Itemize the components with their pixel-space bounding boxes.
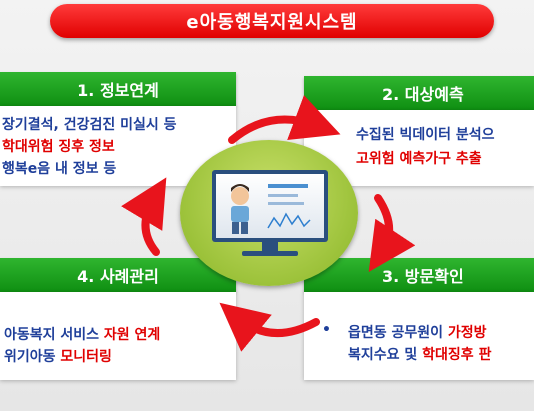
bullet-icon: • — [322, 322, 331, 338]
panel-header-label: 1. 정보연계 — [77, 81, 159, 100]
panel-line: 복지수요 및 학대징후 판 — [348, 344, 491, 364]
panel-header-label: 4. 사례관리 — [77, 267, 159, 286]
panel-body: 아동복지 서비스 자원 연계 위기아동 모니터링 — [0, 292, 236, 380]
text-segment: 및 — [399, 347, 423, 363]
curved-red-arrow-icon — [121, 177, 167, 256]
panel-line: 위기아동 모니터링 — [4, 346, 112, 366]
panel-header: 2. 대상예측 — [304, 76, 534, 110]
panel-header: 3. 방문확인 — [304, 258, 534, 292]
text-segment: 모니터링 — [60, 349, 112, 365]
text-segment: 가정방 — [447, 325, 487, 341]
panel-line: 학대위험 징후 정보 — [2, 139, 115, 155]
panel-line: 읍면동 공무원이 가정방 — [348, 322, 487, 342]
panel-line: 수집된 빅데이터 분석으 — [356, 127, 495, 143]
panel-line: 고위험 예측가구 추출 — [356, 151, 482, 167]
panel-header: 1. 정보연계 — [0, 72, 236, 106]
text-segment: 학대징후 판 — [422, 347, 492, 363]
panel-header-label: 2. 대상예측 — [382, 85, 464, 104]
curved-red-arrow-icon — [219, 302, 320, 352]
page-title: e아동행복지원시스템 — [186, 12, 358, 33]
text-segment: 읍면동 공무원이 — [348, 325, 448, 341]
panel-header: 4. 사례관리 — [0, 258, 236, 292]
panel-body: • 읍면동 공무원이 가정방 복지수요 및 학대징후 판 — [304, 292, 534, 380]
text-segment: 자원 연계 — [103, 327, 161, 343]
text-segment: 복지수요 — [348, 347, 400, 363]
curved-red-arrow-icon — [228, 95, 341, 144]
text-segment: 위기아동 — [4, 349, 61, 365]
title-bar: e아동행복지원시스템 — [50, 4, 494, 38]
curved-red-arrow-icon — [368, 194, 416, 272]
panel-line: 행복e음 내 정보 등 — [2, 161, 117, 177]
panel-line: 장기결석, 건강검진 미실시 등 — [2, 117, 177, 133]
text-segment: 아동복지 서비스 — [4, 327, 104, 343]
monitor-with-child-icon — [212, 170, 328, 256]
panel-line: 아동복지 서비스 자원 연계 — [4, 324, 160, 344]
